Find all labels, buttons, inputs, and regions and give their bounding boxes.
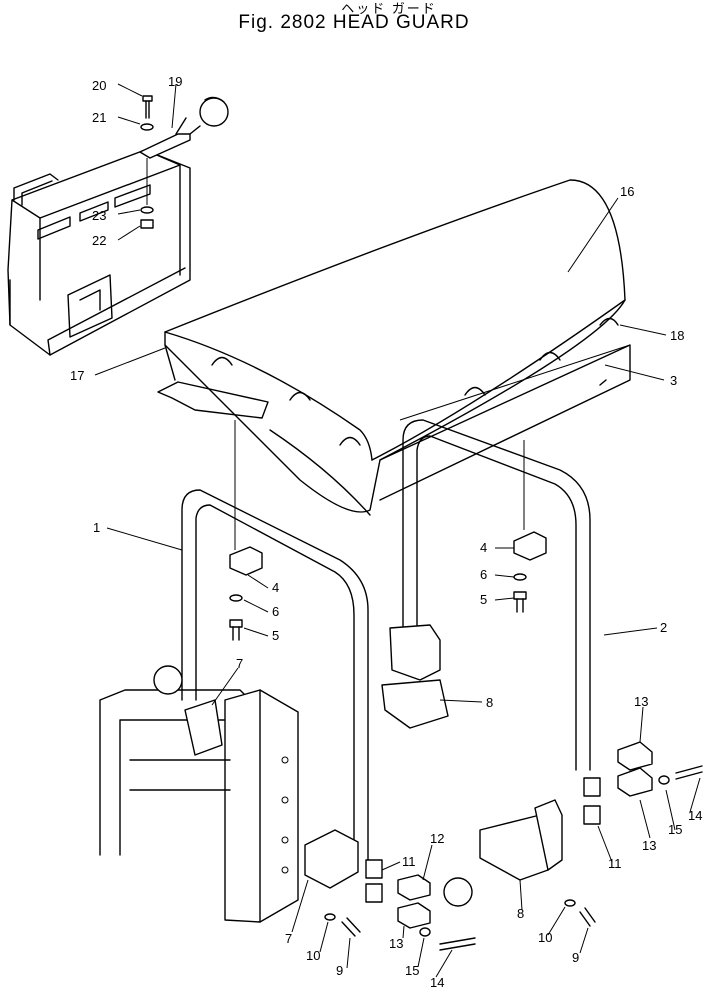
callout-13-upper: 13 bbox=[634, 694, 648, 709]
callout-14-lower: 14 bbox=[430, 975, 444, 990]
callout-2: 2 bbox=[660, 620, 667, 635]
callout-11-right: 11 bbox=[608, 856, 622, 871]
callout-14-right: 14 bbox=[688, 808, 702, 823]
chassis-lower bbox=[99, 665, 359, 923]
callout-labels: 20 19 21 23 22 16 17 18 3 1 2 4 6 5 4 6 … bbox=[70, 74, 702, 990]
callout-5-right: 5 bbox=[480, 592, 487, 607]
callout-8-upper: 8 bbox=[486, 695, 493, 710]
callout-15-lower: 15 bbox=[405, 963, 419, 978]
callout-3: 3 bbox=[670, 373, 677, 388]
callout-9-left: 9 bbox=[336, 963, 343, 978]
callout-4-right: 4 bbox=[480, 540, 487, 555]
clamps-lower bbox=[324, 741, 703, 951]
figure-title: Fig. 2802 HEAD GUARD bbox=[238, 12, 470, 33]
bushings bbox=[365, 777, 601, 903]
callout-1: 1 bbox=[93, 520, 100, 535]
callout-15-right: 15 bbox=[668, 822, 682, 837]
callout-7-lower: 7 bbox=[285, 931, 292, 946]
callout-13-lower: 13 bbox=[389, 936, 403, 951]
callout-10-left: 10 bbox=[306, 948, 320, 963]
callout-18: 18 bbox=[670, 328, 684, 343]
lamp-bracket-assembly bbox=[139, 95, 229, 229]
callout-5-left: 5 bbox=[272, 628, 279, 643]
callout-7-upper: 7 bbox=[236, 656, 243, 671]
fuel-tank-housing bbox=[7, 149, 191, 356]
rops-frame-right bbox=[402, 419, 591, 771]
callout-23: 23 bbox=[92, 208, 106, 223]
callout-20: 20 bbox=[92, 78, 106, 93]
rops-frame-left bbox=[181, 489, 369, 871]
callout-16: 16 bbox=[620, 184, 634, 199]
callout-10-right: 10 bbox=[538, 930, 552, 945]
callout-19: 19 bbox=[168, 74, 182, 89]
callout-9-right: 9 bbox=[572, 950, 579, 965]
clamp-right bbox=[513, 440, 547, 613]
figure-title-kana: ヘッド ガード bbox=[341, 1, 437, 16]
callout-8-lower: 8 bbox=[517, 906, 524, 921]
callout-6-left: 6 bbox=[272, 604, 279, 619]
callout-17: 17 bbox=[70, 368, 84, 383]
callout-21: 21 bbox=[92, 110, 106, 125]
callout-13-right: 13 bbox=[642, 838, 656, 853]
callout-12: 12 bbox=[430, 831, 444, 846]
callout-11-left: 11 bbox=[402, 854, 416, 869]
callout-22: 22 bbox=[92, 233, 106, 248]
bracket-right-base bbox=[479, 799, 563, 881]
bracket-right-post bbox=[381, 624, 449, 729]
callout-6-right: 6 bbox=[480, 567, 487, 582]
callout-4-left: 4 bbox=[272, 580, 279, 595]
clamp-left bbox=[229, 420, 263, 641]
canopy-roof bbox=[157, 179, 631, 516]
leader-lines bbox=[94, 83, 701, 978]
